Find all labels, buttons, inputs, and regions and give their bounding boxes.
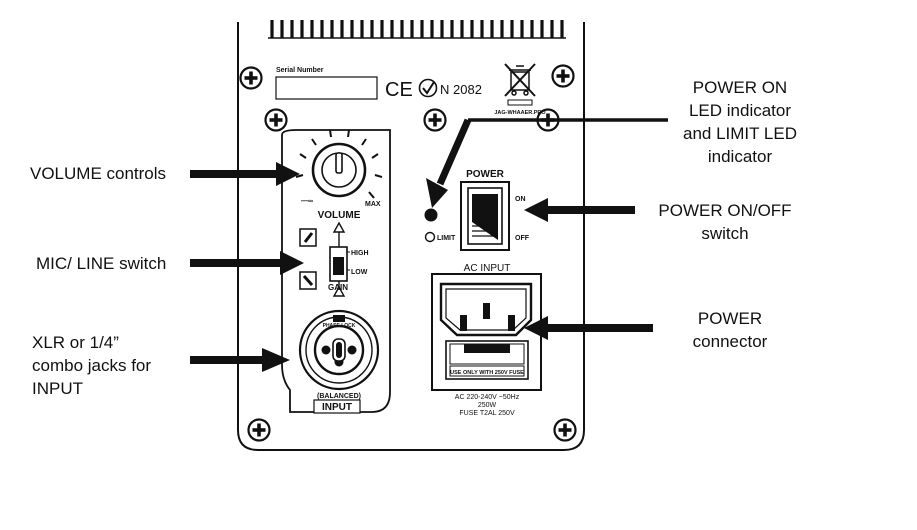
callout-volume-controls: VOLUME controls (30, 164, 167, 183)
screw-mid-left (264, 108, 288, 132)
power-label: POWER (466, 169, 505, 180)
input-label-box (313, 399, 361, 414)
weee-code: JAG-WHAAER.PRO (494, 110, 546, 116)
rating-line-3: FUSE T2AL 250V (459, 410, 515, 417)
balanced-label: (BALANCED) (317, 393, 361, 400)
gain-switch (329, 221, 350, 297)
power-off-label: OFF (515, 235, 530, 242)
serial-number-label: Serial Number (276, 67, 324, 74)
callout-xlr-line-3: INPUT (32, 379, 83, 398)
power-led-icon (424, 208, 438, 222)
certification-number: N 2082 (440, 82, 482, 97)
xlr-combo-jack (298, 309, 380, 391)
callout-power-switch-line-1: POWER ON/OFF (658, 201, 792, 220)
input-module-frame (281, 129, 391, 413)
ac-input-label: AC INPUT (464, 263, 511, 274)
volume-max-label: MAX (365, 201, 381, 208)
power-switch (460, 181, 510, 251)
callout-power-connector-line-1: POWER (697, 309, 763, 328)
volume-knob (295, 129, 383, 199)
gain-low-label: LOW (351, 269, 368, 276)
arrow-power-led (426, 118, 668, 208)
callout-power-led-line-1: POWER ON (692, 78, 788, 97)
screw-bottom-left (247, 418, 271, 442)
heatsink-fins (270, 20, 564, 38)
rating-line-1: AC 220-240V ~50Hz (455, 394, 520, 401)
arrow-power-switch (524, 198, 635, 222)
weee-bar (507, 99, 533, 106)
rating-line-2: 250W (478, 402, 497, 409)
gain-label: GAIN (328, 283, 348, 292)
arrow-power-connector (524, 316, 653, 340)
volume-min-label: —∞ (301, 198, 313, 205)
fuse-warning: USE ONLY WITH 250V FUSE (450, 370, 524, 376)
arrow-volume (190, 162, 300, 186)
screw-bottom-right (553, 418, 577, 442)
input-label: INPUT (322, 402, 352, 413)
weee-bin-icon (504, 63, 536, 97)
ce-mark: CE (385, 79, 413, 101)
serial-number-box (275, 76, 378, 100)
callout-xlr-line-1: XLR or 1/4” (32, 333, 119, 352)
limit-label: LIMIT (437, 235, 456, 242)
callout-power-led-line-4: indicator (707, 147, 773, 166)
iec-power-socket (431, 273, 542, 391)
jack-lock-label: PHASE LOCK (323, 323, 356, 329)
screw-mid-center (423, 108, 447, 132)
limit-led-icon (424, 231, 436, 243)
callout-xlr-line-2: combo jacks for (32, 356, 152, 375)
power-on-label: ON (515, 196, 526, 203)
check-icon (418, 78, 438, 98)
callout-power-switch-line-2: switch (701, 224, 749, 243)
screw-top-right (551, 64, 575, 88)
arrow-xlr (190, 348, 290, 372)
callout-power-led-line-3: and LIMIT LED (682, 124, 798, 143)
callout-power-connector-line-2: connector (692, 332, 768, 351)
gain-high-label: HIGH (351, 250, 369, 257)
screw-top-left (239, 66, 263, 90)
panel-outline (237, 22, 585, 451)
mic-icon (299, 228, 317, 247)
callout-mic-line-switch: MIC/ LINE switch (36, 254, 167, 273)
line-input-icon (299, 271, 317, 290)
callout-power-led-line-2: LED indicator (688, 101, 792, 120)
arrow-mic-line (190, 251, 304, 275)
volume-label: VOLUME (318, 210, 361, 221)
